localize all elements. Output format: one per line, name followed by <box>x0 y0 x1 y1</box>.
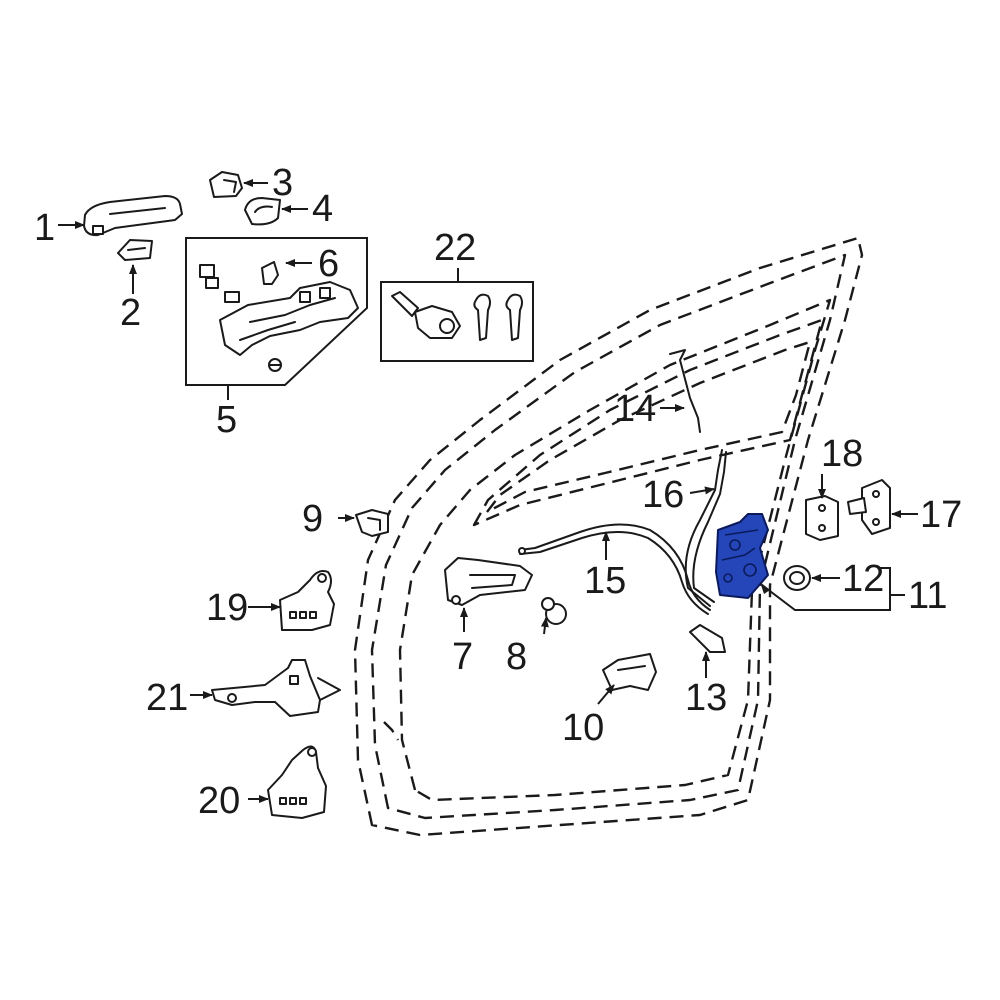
door-striker <box>847 479 891 535</box>
callout-13: 13 <box>685 677 727 719</box>
outside-door-handle <box>83 195 183 237</box>
callout-11: 11 <box>908 575 947 617</box>
striker-shim <box>805 495 839 541</box>
handle-cap <box>117 239 153 261</box>
callout-12: 12 <box>842 558 884 600</box>
clip-fastener <box>541 597 567 625</box>
lock-cable <box>684 449 727 607</box>
callout-5: 5 <box>216 399 237 441</box>
door-check <box>211 659 341 717</box>
callout-16: 16 <box>642 474 684 516</box>
grommet <box>783 565 811 591</box>
pad-part <box>244 197 281 226</box>
frame-assembly-box <box>185 237 368 386</box>
callout-6: 6 <box>318 243 339 285</box>
callout-22: 22 <box>434 227 476 269</box>
callout-3: 3 <box>272 162 293 204</box>
hinge-lower <box>267 745 327 819</box>
lock-cover <box>689 624 726 653</box>
callout-21: 21 <box>146 677 188 719</box>
clip-part <box>355 509 389 537</box>
callout-7: 7 <box>452 636 473 678</box>
callout-2: 2 <box>120 292 141 334</box>
callout-10: 10 <box>562 707 604 749</box>
inner-cover <box>602 653 657 691</box>
callout-8: 8 <box>506 636 527 678</box>
cover-part <box>209 171 243 198</box>
hinge-upper <box>279 570 335 631</box>
callout-20: 20 <box>198 780 240 822</box>
door-outline <box>353 236 864 837</box>
callout-4: 4 <box>312 188 333 230</box>
lock-rod <box>669 349 701 433</box>
callout-17: 17 <box>920 494 962 536</box>
callout-1: 1 <box>34 207 55 249</box>
leader-lines <box>58 179 918 803</box>
callout-19: 19 <box>206 587 248 629</box>
callout-labels: 1 2 3 4 5 6 7 8 9 10 11 12 13 14 15 16 1… <box>34 162 962 822</box>
lock-cylinder-box <box>380 281 534 362</box>
callout-14: 14 <box>614 388 656 430</box>
callout-15: 15 <box>584 560 626 602</box>
callout-18: 18 <box>821 433 863 475</box>
inside-door-handle <box>444 557 533 606</box>
callout-9: 9 <box>302 498 323 540</box>
door-lock-assembly <box>715 513 769 599</box>
